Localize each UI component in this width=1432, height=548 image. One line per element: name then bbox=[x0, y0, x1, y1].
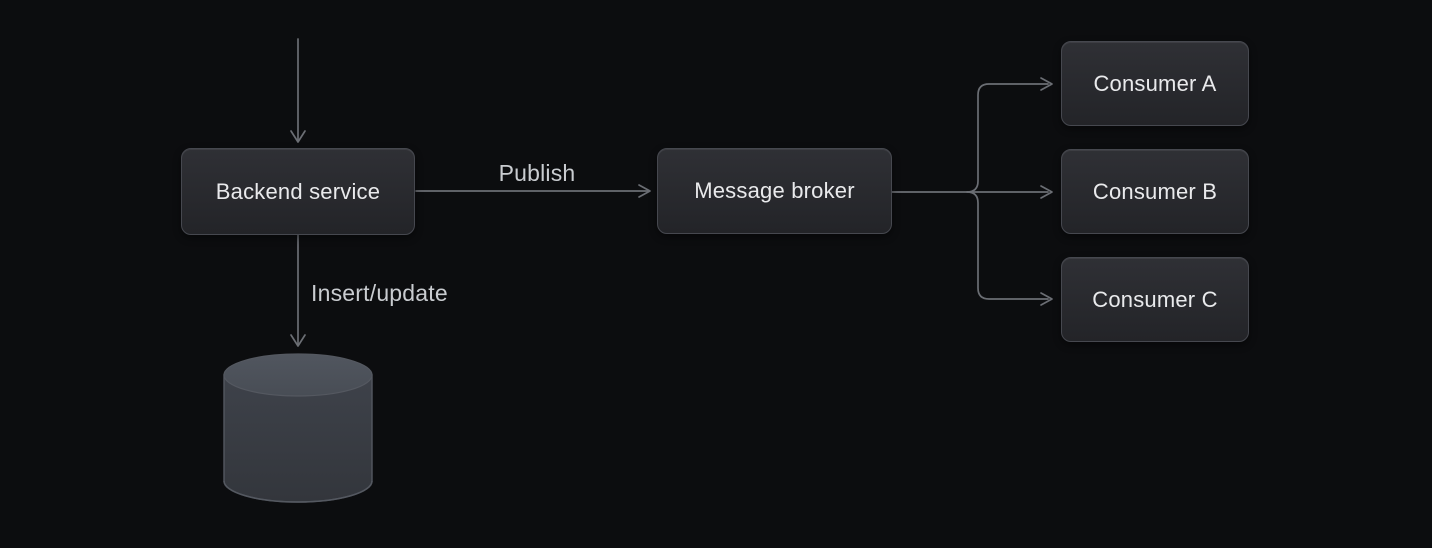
arrowhead-down-icon bbox=[290, 130, 306, 143]
node-consumer-c[interactable]: Consumer C bbox=[1061, 257, 1249, 342]
node-consumer-b[interactable]: Consumer B bbox=[1061, 149, 1249, 234]
node-consumer-a[interactable]: Consumer A bbox=[1061, 41, 1249, 126]
arrowhead-right-icon bbox=[1040, 77, 1053, 91]
node-label: Backend service bbox=[215, 178, 381, 204]
node-label: Message broker bbox=[694, 178, 855, 203]
arrowhead-right-icon bbox=[1040, 185, 1053, 199]
arrowhead-down-icon bbox=[290, 334, 306, 347]
node-label: Consumer C bbox=[1092, 286, 1218, 312]
node-backend-service[interactable]: Backend service bbox=[181, 148, 415, 235]
edge-fanout-consumer-a bbox=[966, 77, 1053, 193]
edge-insert-update bbox=[290, 234, 306, 347]
database-top-face bbox=[223, 353, 373, 397]
arrowhead-right-icon bbox=[638, 184, 651, 198]
edge-label-publish: Publish bbox=[498, 160, 576, 186]
node-label: Consumer A bbox=[1093, 70, 1217, 96]
edge-publish bbox=[415, 184, 651, 198]
database-bottom-rim bbox=[223, 480, 373, 503]
arrowhead-right-icon bbox=[1040, 292, 1053, 306]
edge-fanout-consumer-c bbox=[966, 191, 1053, 306]
edge-incoming-request bbox=[290, 38, 306, 143]
edge-label-insert-update: Insert/update bbox=[311, 280, 448, 306]
node-message-broker[interactable]: Message broker bbox=[657, 148, 892, 234]
database-cylinder-icon[interactable] bbox=[223, 353, 373, 503]
node-label: Consumer B bbox=[1092, 178, 1218, 204]
